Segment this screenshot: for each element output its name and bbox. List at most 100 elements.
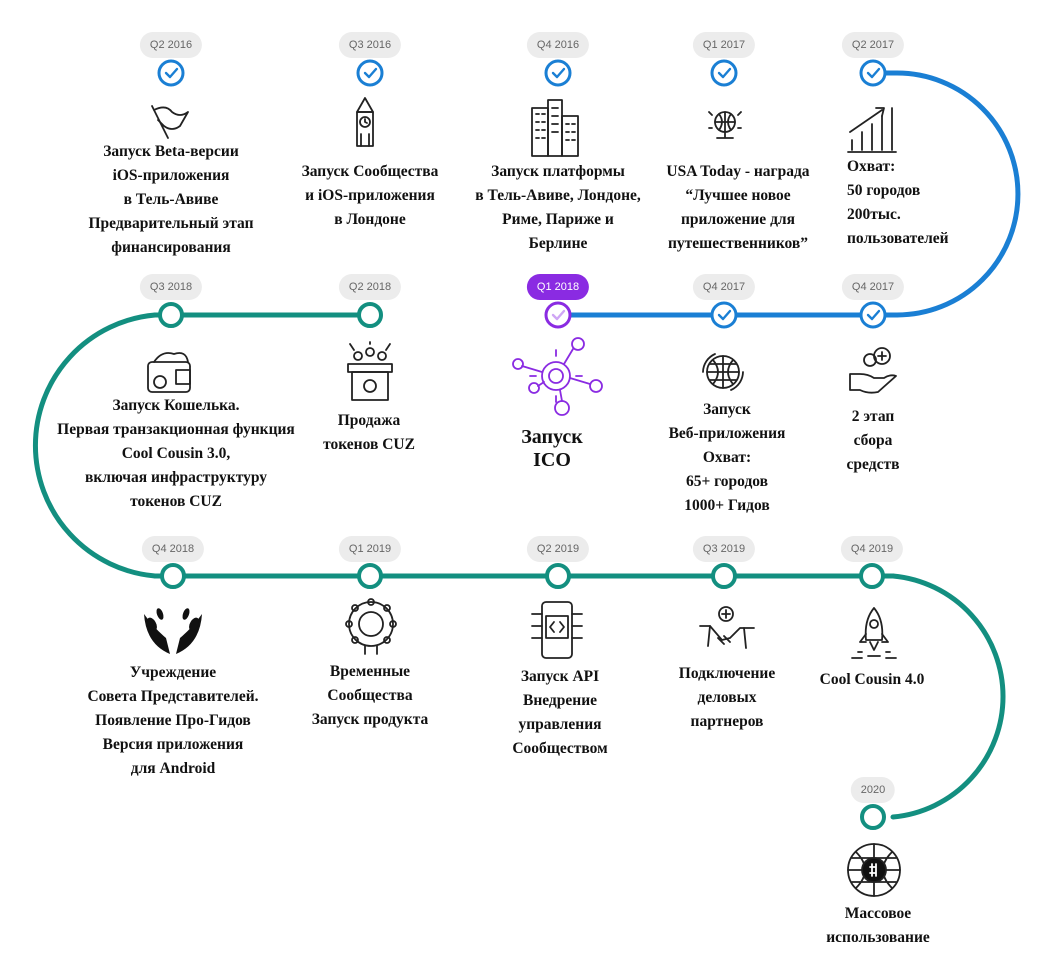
handshake-icon xyxy=(699,606,755,649)
milestone-line: Риме, Париже и xyxy=(502,211,614,228)
milestone-line: партнеров xyxy=(690,713,764,730)
milestone-line: управления xyxy=(518,716,602,733)
laurel-icon xyxy=(144,608,202,654)
track-curve-left xyxy=(33,312,158,579)
check-icon xyxy=(164,67,179,79)
milestone-label-q3-2019: Подключение деловых партнеров xyxy=(679,662,775,734)
node-q3-2018 xyxy=(158,302,184,328)
milestone-label-q2-2016: Запуск Beta-версии iOS-приложения в Тель-А… xyxy=(88,140,253,260)
milestone-line: Запуск API xyxy=(520,668,600,685)
milestone-line: Подключение xyxy=(678,665,776,682)
date-pill-q4-2017-b: Q4 2017 xyxy=(692,274,756,300)
milestone-label-q2-2018: Продажа токенов CUZ xyxy=(323,409,415,457)
ico-network-icon xyxy=(512,337,603,416)
milestone-line: Запуск продукта xyxy=(311,711,429,728)
milestone-label-q3-2018: Запуск Кошелька.Первая транзакционная фу… xyxy=(57,394,295,514)
milestone-line: деловых xyxy=(697,689,757,706)
milestone-line: Запуск Кошелька. xyxy=(112,397,240,414)
globe-award-icon xyxy=(708,111,742,139)
crypto-globe-icon xyxy=(847,843,901,897)
flag-icon xyxy=(151,105,189,139)
growth-chart-icon xyxy=(847,107,897,153)
milestone-line: Запуск Сообщества xyxy=(301,163,439,180)
milestone-line: Cool Cousin 4.0 xyxy=(819,671,925,688)
milestone-line: Учреждение xyxy=(129,664,217,681)
milestone-line: в Тель-Авиве xyxy=(123,191,219,208)
node-q4-2016 xyxy=(544,59,572,87)
node-q2-2019 xyxy=(545,563,571,589)
community-ring-icon xyxy=(345,598,397,655)
milestone-line: токенов CUZ xyxy=(130,493,222,510)
milestone-line: Внедрение xyxy=(522,692,598,709)
milestone-line: Охват: xyxy=(847,158,896,175)
milestone-line: 1000+ Гидов xyxy=(684,497,770,514)
milestone-line: использование xyxy=(826,929,930,946)
milestone-line: для Android xyxy=(130,760,216,777)
node-q1-2017 xyxy=(710,59,738,87)
milestone-line: средств xyxy=(846,456,900,473)
milestone-line: Предварительный этап xyxy=(88,215,254,232)
date-pill-q2-2018: Q2 2018 xyxy=(338,274,402,300)
date-pill-2020: 2020 xyxy=(850,777,896,803)
node-q4-2019 xyxy=(859,563,885,589)
milestone-line: 65+ городов xyxy=(685,473,769,490)
milestone-line: Веб-приложения xyxy=(668,425,786,442)
node-q2-2016 xyxy=(157,59,185,87)
check-icon xyxy=(551,67,566,79)
date-pill-q1-2018: Q1 2018 xyxy=(526,274,590,300)
milestone-line: Cool Cousin 3.0, xyxy=(121,445,231,462)
milestone-line: Массовое xyxy=(844,905,912,922)
check-icon xyxy=(363,67,378,79)
big-ben-icon xyxy=(356,97,374,147)
milestone-icons xyxy=(144,97,901,897)
check-icon xyxy=(551,309,566,321)
milestone-line: пользователей xyxy=(847,230,949,247)
milestone-line: iOS-приложения xyxy=(112,167,230,184)
milestone-line: ICO xyxy=(533,449,571,471)
api-mobile-icon xyxy=(531,601,583,659)
web-globe-icon xyxy=(702,353,744,391)
date-pill-q4-2018: Q4 2018 xyxy=(141,536,205,562)
check-icon xyxy=(717,309,732,321)
milestone-line: в Тель-Авиве, Лондоне, xyxy=(475,187,641,204)
milestone-line: USA Today - награда xyxy=(666,163,810,180)
milestone-line: Запуск Beta-версии xyxy=(103,143,239,160)
date-pill-q4-2019: Q4 2019 xyxy=(840,536,904,562)
coin-hand-icon xyxy=(849,347,897,394)
milestone-line: Версия приложения xyxy=(102,736,244,753)
wallet-icon xyxy=(147,352,191,393)
milestone-line: “Лучшее новое xyxy=(685,187,791,204)
date-pill-q3-2019: Q3 2019 xyxy=(692,536,756,562)
node-q3-2019 xyxy=(711,563,737,589)
check-icon xyxy=(866,67,881,79)
date-pill-q1-2019: Q1 2019 xyxy=(338,536,402,562)
milestone-line: Продажа xyxy=(337,412,401,429)
rocket-icon xyxy=(851,607,897,659)
milestone-line: Запуск платформы xyxy=(491,163,625,180)
milestone-line: Временные xyxy=(329,663,411,680)
milestone-label-q4-2019: Cool Cousin 4.0 xyxy=(820,668,925,692)
milestone-line: Запуск xyxy=(521,426,583,448)
milestone-line: финансирования xyxy=(111,239,231,256)
check-icon xyxy=(717,67,732,79)
milestone-line: и iOS-приложения xyxy=(305,187,435,204)
milestone-line: сбора xyxy=(853,432,893,449)
milestone-line: Сообществом xyxy=(512,740,608,757)
track-curve-right-2 xyxy=(890,573,1006,820)
node-q1-2019 xyxy=(357,563,383,589)
milestone-line: Сообщества xyxy=(327,687,413,704)
node-q2-2017 xyxy=(859,59,887,87)
date-pill-q2-2016: Q2 2016 xyxy=(139,32,203,58)
node-q4-2017-b xyxy=(710,301,738,329)
date-pill-q2-2017: Q2 2017 xyxy=(841,32,905,58)
milestone-line: 50 городов xyxy=(847,182,921,199)
milestone-line: токенов CUZ xyxy=(323,436,415,453)
token-box-icon xyxy=(347,341,393,401)
date-pill-q3-2016: Q3 2016 xyxy=(338,32,402,58)
